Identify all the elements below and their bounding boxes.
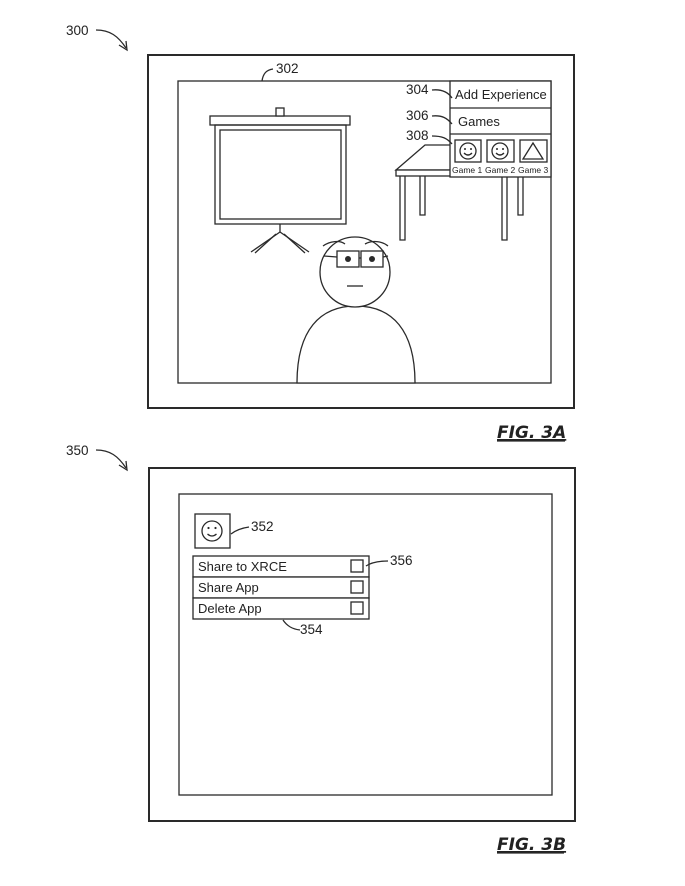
leader-306 bbox=[431, 115, 453, 125]
share-to-xrce-checkbox[interactable] bbox=[350, 559, 364, 573]
game-1-label: Game 1 bbox=[452, 165, 483, 175]
game-2-label: Game 2 bbox=[485, 165, 516, 175]
add-experience-button[interactable]: Add Experience bbox=[455, 87, 547, 102]
delete-app-option[interactable]: Delete App bbox=[198, 601, 262, 616]
leader-302 bbox=[261, 68, 274, 82]
add-experience-menu bbox=[449, 80, 552, 178]
share-app-checkbox[interactable] bbox=[350, 580, 364, 594]
leader-304 bbox=[431, 89, 453, 99]
ref-300: 300 bbox=[66, 23, 89, 38]
leader-354 bbox=[282, 619, 301, 631]
ref-354: 354 bbox=[300, 622, 323, 637]
leader-308 bbox=[431, 135, 453, 145]
device-frame-3b bbox=[148, 467, 576, 822]
display-view-3b bbox=[178, 493, 553, 796]
projector-screen-icon bbox=[209, 107, 351, 254]
share-app-option[interactable]: Share App bbox=[198, 580, 259, 595]
ref-352: 352 bbox=[251, 519, 274, 534]
arrowhead-300 bbox=[118, 40, 128, 52]
ref-308: 308 bbox=[406, 128, 429, 143]
game-1-icon[interactable] bbox=[454, 139, 482, 163]
arrowhead-350 bbox=[118, 460, 128, 472]
leader-356 bbox=[365, 560, 389, 567]
leader-350 bbox=[95, 449, 127, 469]
figure-caption-3b: FIG. 3B bbox=[497, 835, 566, 855]
figure-caption-3a: FIG. 3A bbox=[497, 423, 566, 443]
share-to-xrce-option[interactable]: Share to XRCE bbox=[198, 559, 287, 574]
user-avatar-icon bbox=[296, 236, 416, 384]
game-2-icon[interactable] bbox=[486, 139, 515, 163]
app-icon[interactable] bbox=[194, 513, 231, 549]
ref-302: 302 bbox=[276, 61, 299, 76]
leader-300 bbox=[95, 29, 127, 49]
ref-304: 304 bbox=[406, 82, 429, 97]
delete-app-checkbox[interactable] bbox=[350, 601, 364, 615]
game-3-icon[interactable] bbox=[519, 139, 548, 163]
leader-352 bbox=[230, 526, 250, 535]
ref-356: 356 bbox=[390, 553, 413, 568]
games-menu-item[interactable]: Games bbox=[458, 114, 500, 129]
game-3-label: Game 3 bbox=[518, 165, 549, 175]
ref-306: 306 bbox=[406, 108, 429, 123]
ref-350: 350 bbox=[66, 443, 89, 458]
device-frame-3a bbox=[147, 54, 575, 409]
app-context-menu bbox=[192, 555, 370, 620]
